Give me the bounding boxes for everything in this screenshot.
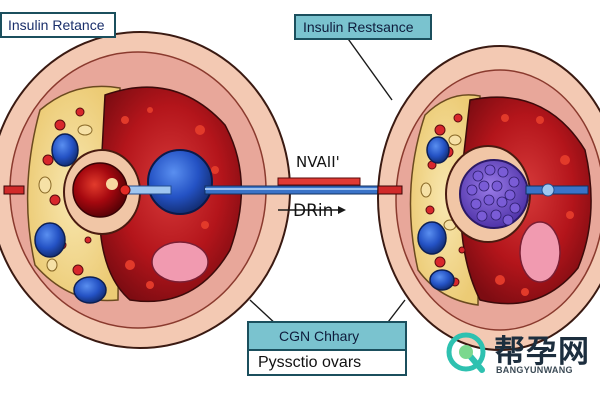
- right-receptor-channel: [525, 185, 589, 195]
- left-pink-organelle: [151, 241, 209, 283]
- left-nucleus-core: [72, 162, 128, 218]
- right-blue-vesicles: [417, 136, 455, 291]
- left-insulin-receptor: [147, 149, 213, 215]
- connecting-vessel: [204, 185, 406, 195]
- right-fat-dots: [425, 113, 466, 287]
- right-cell: [377, 45, 600, 351]
- watermark-latin: BANGYUNWANG: [496, 365, 573, 375]
- title-right-label: Insulin Restsance: [294, 14, 432, 40]
- right-membrane-pin: [377, 185, 403, 195]
- watermark-logo-icon: [446, 332, 486, 373]
- right-fat-globules: [420, 134, 462, 231]
- right-purple-granules: [466, 164, 521, 226]
- bottom-caption-box: Pyssctio ovars: [247, 349, 407, 376]
- arrow-drin: [278, 206, 346, 214]
- right-receptor-node: [541, 183, 555, 197]
- arrow-top-label: NVAII': [296, 153, 340, 171]
- arrow-bottom-label: DRin: [293, 201, 334, 221]
- left-nucleus-highlight: [106, 178, 118, 190]
- left-receptor-node: [119, 184, 131, 196]
- title-left-label: Insulin Retance: [0, 12, 116, 38]
- right-red-dots-inner: [495, 114, 574, 296]
- left-red-dots-inner: [121, 107, 219, 289]
- left-receptor-channel: [124, 185, 172, 195]
- left-membrane-pin: [3, 185, 25, 195]
- right-pink-organelle: [519, 221, 561, 283]
- left-blue-vesicles: [34, 133, 193, 304]
- signal-bar-top: [277, 177, 361, 186]
- left-cell: [0, 31, 291, 349]
- middle-caption-box: CGN Chhary: [247, 321, 407, 351]
- watermark-chinese: 帮孕网: [494, 334, 590, 370]
